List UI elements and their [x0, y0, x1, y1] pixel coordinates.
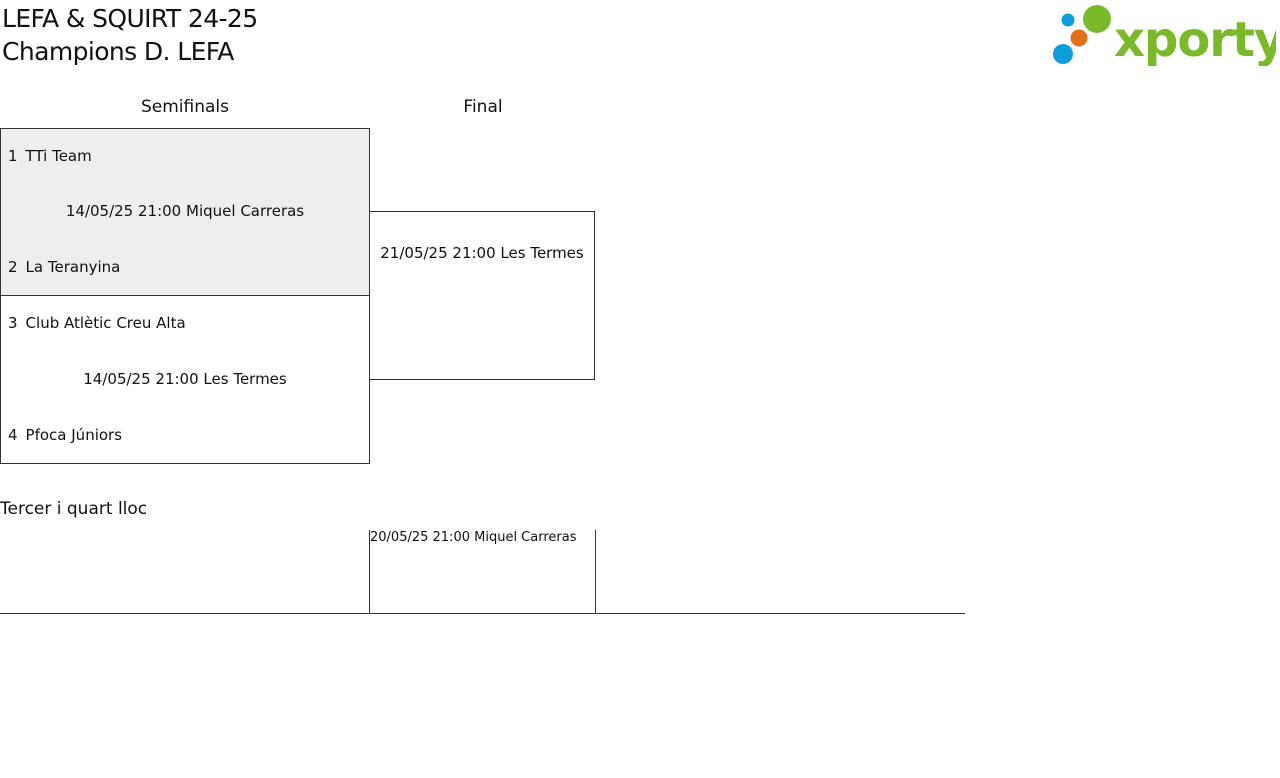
competition-title: LEFA & SQUIRT 24-25: [2, 4, 258, 33]
round-title-semifinals: Semifinals: [140, 97, 229, 117]
match-info: 14/05/25 21:00 Les Termes: [0, 370, 370, 388]
team-name: TTi Team: [25, 147, 92, 165]
match-venue: Les Termes: [203, 370, 287, 388]
team-row-home[interactable]: 1 TTi Team: [8, 147, 92, 165]
third-place-title: Tercer i quart lloc: [0, 499, 148, 519]
logo-text: xporty: [1114, 12, 1276, 66]
team-seed: 4: [8, 426, 18, 444]
team-seed: 2: [8, 258, 18, 276]
final-match-info: 21/05/25 21:00 Les Termes: [369, 244, 595, 262]
match-venue: Les Termes: [500, 244, 584, 262]
team-seed: 3: [8, 314, 18, 332]
third-place-connector: [370, 613, 596, 614]
match-venue: Miquel Carreras: [474, 530, 577, 545]
semifinal-match-2[interactable]: [0, 295, 370, 464]
page-title: LEFA & SQUIRT 24-25 Champions D. LEFA: [2, 2, 258, 68]
third-place-slot-home[interactable]: [0, 530, 370, 614]
match-date: 21/05/25 21:00: [380, 244, 496, 262]
team-row-home[interactable]: 3 Club Atlètic Creu Alta: [8, 314, 186, 332]
semifinal-match-1[interactable]: [0, 128, 370, 296]
team-name: Club Atlètic Creu Alta: [25, 314, 186, 332]
team-name: Pfoca Júniors: [25, 426, 123, 444]
third-place-match-info: 20/05/25 21:00 Miquel Carreras: [370, 530, 577, 545]
match-date: 14/05/25 21:00: [83, 370, 199, 388]
xporty-logo-icon: xporty: [1053, 5, 1280, 68]
team-name: La Teranyina: [25, 258, 121, 276]
third-place-slot-away[interactable]: [595, 530, 965, 614]
match-date: 14/05/25 21:00: [65, 202, 182, 220]
round-title-final: Final: [463, 97, 503, 117]
category-title: Champions D. LEFA: [2, 37, 234, 66]
match-venue: Miquel Carreras: [186, 202, 305, 220]
match-info: 14/05/25 21:00 Miquel Carreras: [0, 202, 370, 220]
team-seed: 1: [8, 147, 18, 165]
match-date: 20/05/25 21:00: [370, 530, 470, 545]
xporty-logo[interactable]: xporty: [1052, 4, 1280, 68]
team-row-away[interactable]: 4 Pfoca Júniors: [8, 426, 122, 444]
final-match[interactable]: [369, 211, 595, 380]
team-row-away[interactable]: 2 La Teranyina: [8, 258, 120, 276]
